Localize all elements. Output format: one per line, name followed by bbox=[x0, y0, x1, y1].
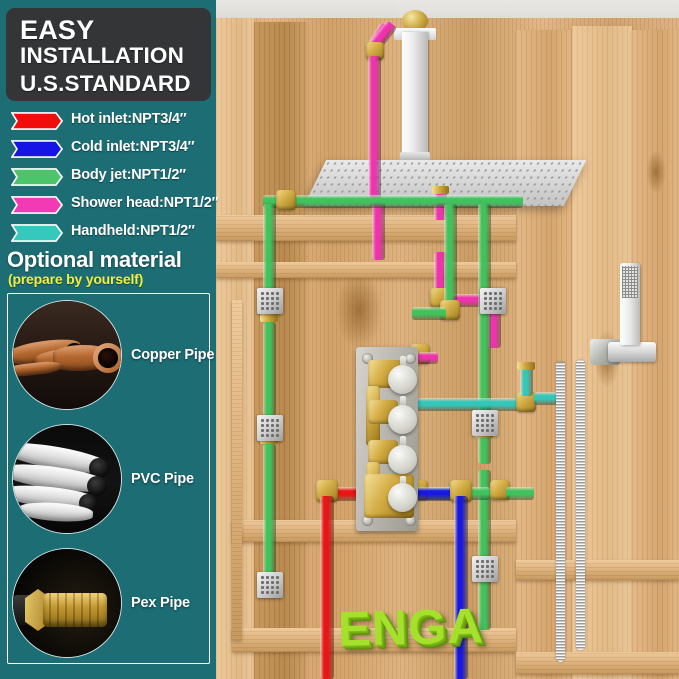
elbow-fitting bbox=[366, 42, 384, 60]
pipe-legend: Hot inlet:NPT3/4″ Cold inlet:NPT3/4″ Bod… bbox=[0, 108, 219, 248]
material-card-copper-pipe: Copper Pipe bbox=[7, 300, 214, 420]
header-line-3: U.S.STANDARD bbox=[20, 71, 191, 96]
material-label: Pex Pipe bbox=[131, 595, 190, 611]
pipe-collar bbox=[260, 314, 278, 322]
optional-material-box bbox=[7, 293, 210, 664]
info-panel: EASY INSTALLATION U.S.STANDARD Hot inlet… bbox=[0, 0, 219, 679]
pipe-cold-inlet bbox=[454, 496, 468, 679]
shower-arm-ball-joint bbox=[402, 10, 428, 32]
legend-label: Hot inlet:NPT3/4″ bbox=[71, 111, 187, 127]
legend-label: Handheld:NPT1/2″ bbox=[71, 223, 195, 239]
body-jet-nozzle bbox=[257, 415, 283, 441]
pipe-cold-inlet bbox=[412, 487, 456, 501]
valve-handle[interactable] bbox=[388, 483, 417, 512]
material-label: Copper Pipe bbox=[131, 347, 215, 363]
mounting-screw bbox=[405, 353, 416, 364]
wall-stud bbox=[232, 300, 242, 640]
body-jet-nozzle bbox=[472, 556, 498, 582]
shower-hose bbox=[576, 360, 585, 650]
valve-stem bbox=[400, 396, 406, 407]
wall-stud bbox=[232, 628, 516, 652]
legend-item-handheld: Handheld:NPT1/2″ bbox=[0, 220, 216, 248]
optional-material-subtitle: (prepare by yourself) bbox=[8, 271, 144, 287]
pipe-body-jet bbox=[263, 444, 276, 588]
material-label: PVC Pipe bbox=[131, 471, 194, 487]
body-jet-nozzle bbox=[480, 288, 506, 314]
legend-swatch-icon bbox=[11, 140, 63, 158]
wall-stud bbox=[232, 520, 516, 542]
pipe-body-jet bbox=[263, 195, 523, 208]
pipe-hot-inlet bbox=[320, 496, 334, 679]
handheld-nozzle-face bbox=[622, 266, 638, 298]
copper-pipe-image bbox=[12, 300, 122, 410]
wall-stud bbox=[516, 560, 679, 580]
pipe-shower-head bbox=[418, 352, 438, 364]
body-jet-nozzle bbox=[472, 410, 498, 436]
legend-label: Body jet:NPT1/2″ bbox=[71, 167, 186, 183]
pipe-handheld bbox=[534, 392, 560, 405]
header-badge: EASY INSTALLATION U.S.STANDARD bbox=[6, 8, 211, 101]
pipe-shower-head bbox=[372, 200, 385, 260]
wall-plank bbox=[254, 22, 306, 679]
valve-handle[interactable] bbox=[388, 445, 417, 474]
elbow-fitting bbox=[490, 480, 510, 500]
pipe-handheld bbox=[412, 398, 524, 411]
legend-item-shower-head: Shower head:NPT1/2″ bbox=[0, 192, 219, 220]
header-line-2: INSTALLATION bbox=[20, 43, 185, 68]
pipe-body-jet bbox=[263, 204, 276, 300]
legend-swatch-icon bbox=[11, 168, 63, 186]
pipe-body-jet bbox=[412, 307, 446, 320]
valve-handle[interactable] bbox=[388, 365, 417, 394]
elbow-fitting bbox=[516, 392, 536, 412]
pex-pipe-image bbox=[12, 548, 122, 658]
legend-item-body-jet: Body jet:NPT1/2″ bbox=[0, 164, 216, 192]
mounting-screw bbox=[362, 353, 373, 364]
body-jet-nozzle bbox=[257, 288, 283, 314]
legend-swatch-icon bbox=[11, 196, 63, 214]
mounting-screw bbox=[362, 515, 373, 526]
wall-stud bbox=[216, 215, 516, 241]
pipe-collar bbox=[517, 362, 535, 370]
pipe-collar bbox=[432, 186, 449, 194]
pipe-body-jet bbox=[478, 470, 491, 630]
brand-logo: ENGA bbox=[337, 599, 485, 657]
legend-swatch-icon bbox=[11, 112, 63, 130]
pipe-shower-head bbox=[368, 56, 381, 206]
pipe-shower-head bbox=[434, 252, 447, 292]
body-jet-nozzle bbox=[257, 572, 283, 598]
pipe-body-jet bbox=[506, 487, 534, 500]
valve-stem bbox=[400, 356, 406, 367]
pipe-body-jet bbox=[444, 204, 457, 304]
elbow-fitting bbox=[276, 190, 296, 210]
valve-stem bbox=[400, 476, 406, 487]
header-line-1: EASY bbox=[20, 15, 95, 45]
legend-swatch-icon bbox=[11, 224, 63, 242]
material-card-pex-pipe: Pex Pipe bbox=[7, 548, 206, 668]
optional-material-title: Optional material bbox=[7, 247, 182, 272]
wall-stud bbox=[516, 652, 679, 674]
mounting-screw bbox=[405, 515, 416, 526]
valve-handle[interactable] bbox=[388, 405, 417, 434]
legend-item-hot-inlet: Hot inlet:NPT3/4″ bbox=[0, 108, 216, 136]
shower-hose bbox=[556, 362, 565, 662]
legend-label: Cold inlet:NPT3/4″ bbox=[71, 139, 195, 155]
pipe-body-jet bbox=[263, 322, 276, 416]
shower-arm bbox=[402, 32, 428, 157]
material-card-pvc-pipe: PVC Pipe bbox=[7, 424, 206, 544]
legend-label: Shower head:NPT1/2″ bbox=[71, 195, 219, 211]
wood-knot bbox=[336, 270, 382, 350]
valve-stem bbox=[400, 436, 406, 447]
legend-item-cold-inlet: Cold inlet:NPT3/4″ bbox=[0, 136, 216, 164]
wood-knot bbox=[646, 150, 666, 194]
wall-stud bbox=[216, 262, 516, 278]
installation-photo: ENGA bbox=[216, 0, 679, 679]
pvc-pipe-image bbox=[12, 424, 122, 534]
pipe-handheld bbox=[520, 366, 533, 396]
handheld-wall-bracket bbox=[608, 342, 656, 362]
